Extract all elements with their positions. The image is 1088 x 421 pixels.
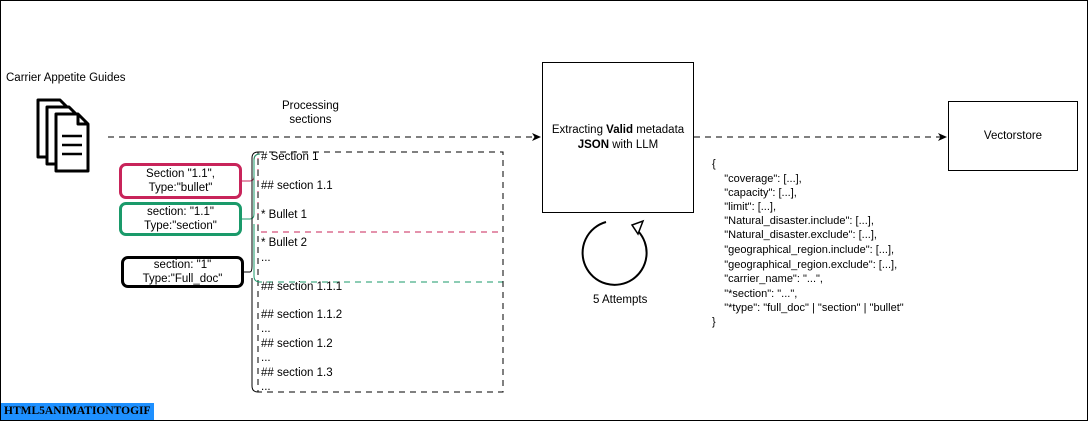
section-connector	[242, 153, 261, 283]
json-line: "*type": "full_doc" | "section" | "bulle…	[712, 302, 904, 314]
section-box-line2: Type:"section"	[144, 220, 217, 232]
section-box-line1: section: "1.1"	[147, 206, 214, 218]
doc-line: * Bullet 2	[261, 237, 308, 249]
json-line: "geographical_region.exclude": [...],	[712, 259, 898, 271]
doc-line: ## section 1.1.1	[261, 281, 343, 293]
bullet-section-box: Section "1.1", Type:"bullet"	[119, 163, 242, 199]
doc-line: # Section 1	[261, 151, 319, 163]
json-line: "limit": [...],	[712, 201, 777, 213]
json-line: "carrier_name": "...",	[712, 273, 823, 285]
json-line: "capacity": [...],	[712, 187, 797, 199]
vectorstore-box: Vectorstore	[948, 101, 1078, 171]
attempts-label: 5 Attempts	[593, 294, 648, 306]
json-line: "Natural_disaster.include": [...],	[712, 215, 874, 227]
llm-box-line2: JSON with LLM	[577, 138, 659, 151]
doc-line: ...	[261, 352, 271, 364]
full-doc-box-line1: section: "1"	[153, 259, 212, 271]
bullet-box-line1: Section "1.1",	[146, 168, 215, 180]
vectorstore-label: Vectorstore	[983, 130, 1043, 142]
bullet-connector	[242, 153, 261, 182]
json-line: {	[712, 158, 716, 170]
doc-line: * Bullet 1	[261, 209, 308, 221]
bullet-box-line2: Type:"bullet"	[148, 182, 213, 194]
json-line: "*section": "...",	[712, 288, 798, 300]
document-stack-icon	[36, 98, 90, 173]
doc-line: ## section 1.1.2	[261, 309, 343, 321]
json-line: "Natural_disaster.exclude": [...],	[712, 229, 877, 241]
source-label: Carrier Appetite Guides	[6, 72, 126, 84]
doc-line: ## section 1.2	[261, 338, 333, 350]
doc-line: ...	[261, 323, 271, 335]
section-type-box: section: "1.1" Type:"section"	[119, 202, 242, 236]
doc-line: ## section 1.1	[261, 180, 333, 192]
full-doc-box-line2: Type:"Full_doc"	[142, 273, 223, 285]
llm-extraction-box: Extracting Valid metadata JSON with LLM	[542, 62, 694, 213]
json-line: "coverage": [...],	[712, 173, 802, 185]
full-doc-chunk-region	[257, 151, 504, 393]
llm-box-line1: Extracting Valid metadata	[551, 123, 685, 136]
full-doc-box: section: "1" Type:"Full_doc"	[121, 256, 244, 288]
retry-cycle-icon	[581, 219, 648, 286]
doc-line: ...	[261, 252, 271, 264]
json-line: }	[712, 316, 716, 328]
full-doc-connector	[244, 151, 259, 393]
doc-line: ## section 1.3	[261, 367, 333, 379]
json-line: "geographical_region.include": [...],	[712, 244, 895, 256]
watermark-badge: HTML5ANIMATIONTOGIF	[1, 403, 154, 420]
processing-label: Processing sections	[282, 100, 339, 126]
doc-line: ...	[261, 381, 271, 393]
